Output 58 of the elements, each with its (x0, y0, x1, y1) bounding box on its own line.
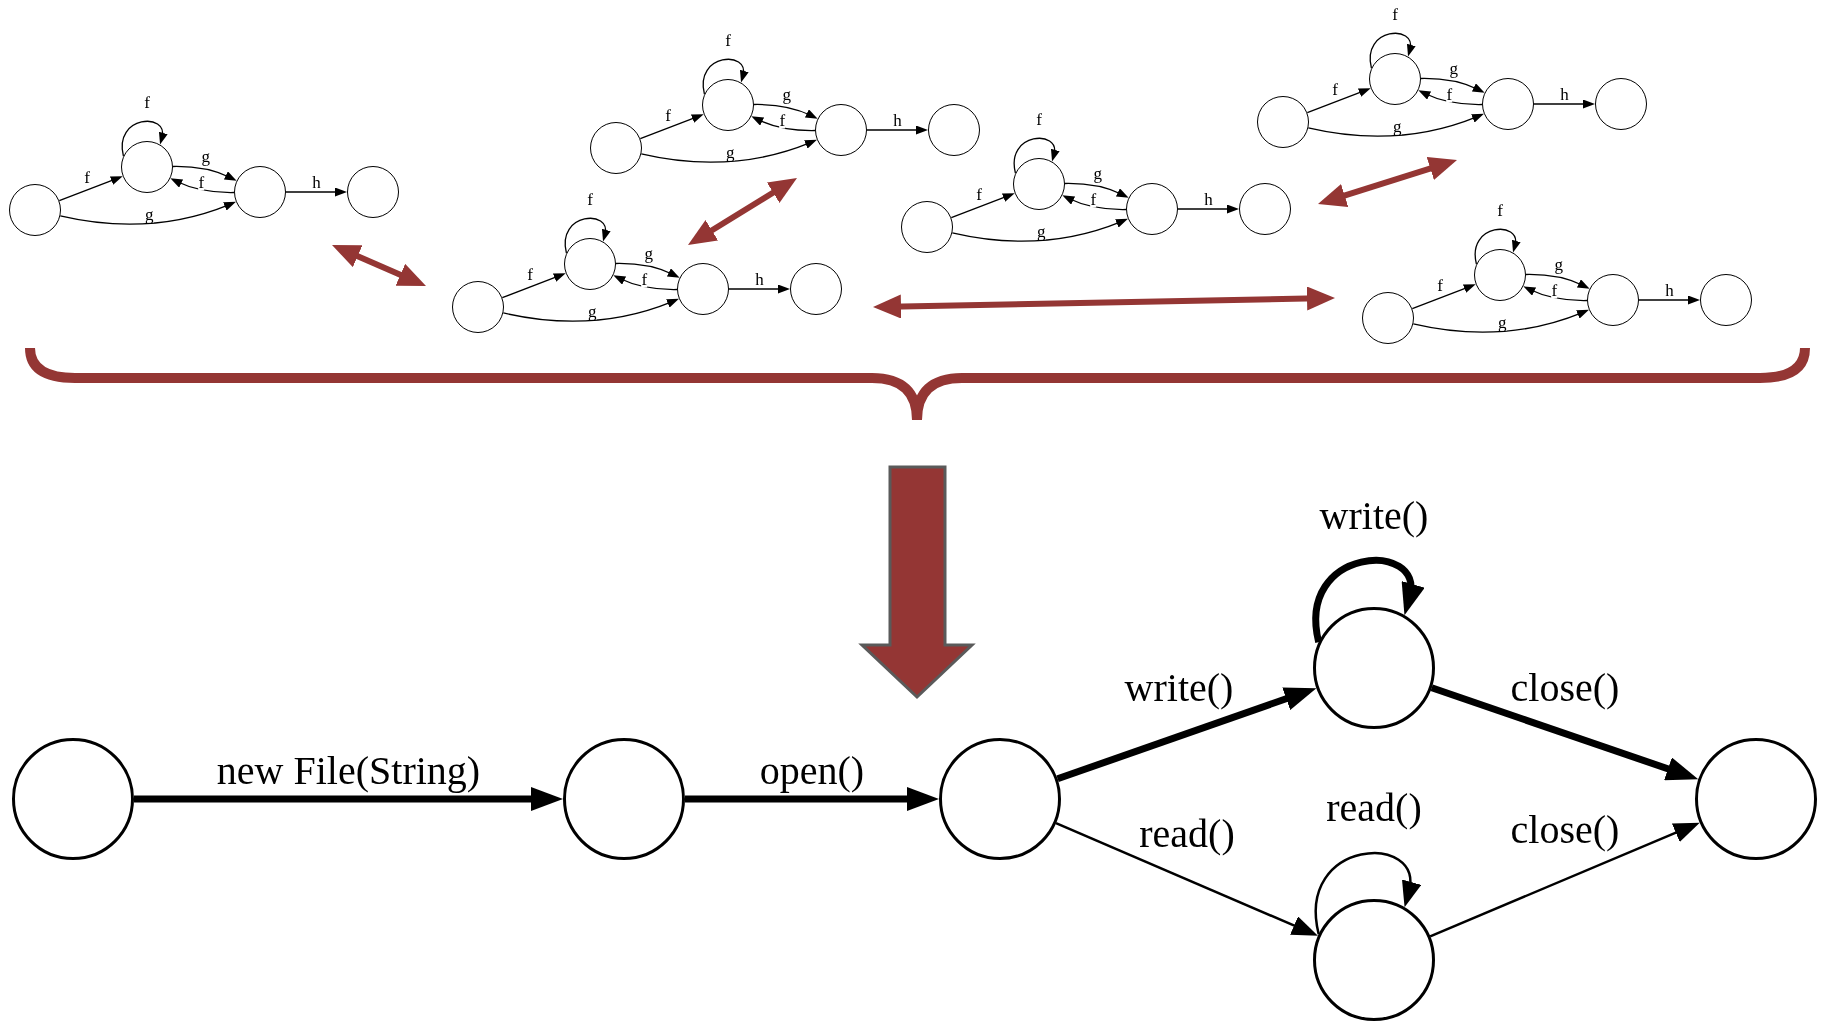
arrow (1055, 821, 1318, 936)
self-loop-arrow (702, 58, 748, 95)
arrow (1177, 204, 1239, 214)
edge-label: f (725, 31, 731, 49)
self-loop-arrow (1013, 137, 1059, 174)
edge-label: f (527, 265, 533, 282)
arrow (1638, 295, 1700, 305)
double-arrow (332, 245, 426, 286)
edge-label: h (312, 173, 321, 191)
edge-label: f (779, 111, 786, 129)
edge-label: f (1437, 276, 1443, 293)
edge-label: f (1332, 80, 1338, 97)
edge-label: f (198, 173, 205, 191)
double-arrow (873, 286, 1335, 319)
arrow (1062, 195, 1127, 211)
arrow (1533, 99, 1595, 109)
arrow (1420, 77, 1485, 93)
edge-label: f (587, 190, 593, 208)
arrow (170, 178, 235, 194)
edge-label: f (1446, 85, 1453, 103)
arrow (1429, 822, 1700, 938)
arrow (1418, 90, 1483, 106)
arrow (866, 125, 928, 135)
edge-label: f (641, 270, 648, 288)
arrow (285, 187, 347, 197)
arrow (685, 787, 939, 811)
arrow (615, 262, 680, 278)
edge-label: h (1665, 281, 1674, 299)
edge-label: h (893, 111, 902, 129)
edge-label: f (665, 106, 671, 123)
edge-label: f (1551, 281, 1558, 299)
self-loop-arrow (1474, 228, 1520, 265)
double-arrow (688, 178, 797, 245)
edge-label: f (1036, 110, 1042, 128)
arrow (172, 165, 237, 181)
edge-label: f (84, 168, 90, 185)
edge-label: f (1392, 5, 1398, 23)
double-arrow (1318, 157, 1457, 207)
edge-label: h (1204, 190, 1213, 208)
edge-label: h (755, 270, 764, 288)
edge-label: f (144, 93, 150, 111)
arrow (1064, 182, 1129, 198)
arrow (728, 284, 790, 294)
edge-label: f (976, 185, 982, 202)
arrow (1525, 273, 1590, 289)
self-loop-arrow (1312, 556, 1423, 643)
self-loop-arrow (121, 120, 167, 157)
arrow (613, 275, 678, 291)
edge-label: f (1090, 190, 1097, 208)
arrow (1523, 286, 1588, 302)
arrow (134, 787, 563, 811)
self-loop-arrow (1314, 852, 1420, 935)
arrow (751, 116, 816, 132)
arrow (753, 103, 818, 119)
edge-label: f (1497, 201, 1503, 219)
self-loop-arrow (564, 217, 610, 254)
edge-label: h (1560, 85, 1569, 103)
self-loop-arrow (1369, 32, 1415, 69)
